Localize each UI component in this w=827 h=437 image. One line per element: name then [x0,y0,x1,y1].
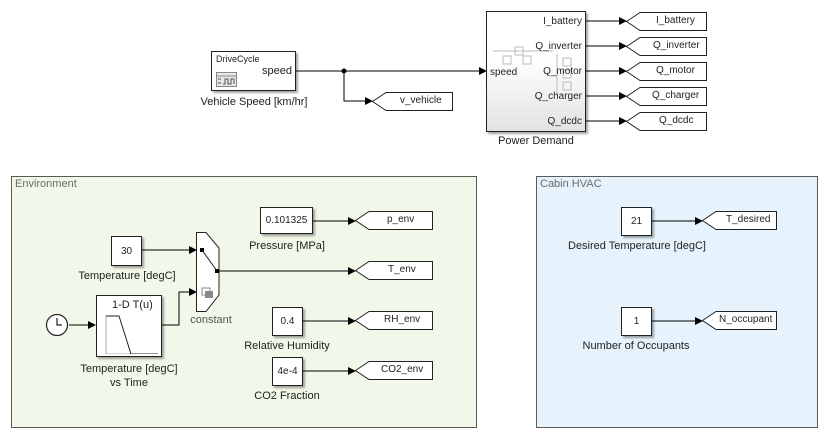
goto-i-battery[interactable]: I_battery [625,12,707,31]
power-demand-output-q-motor: Q_motor [543,66,582,77]
goto-t-env[interactable]: T_env [354,261,433,280]
power-demand-input-speed: speed [490,67,518,78]
goto-co2-env-tag: CO2_env [381,364,424,375]
power-demand-label: Power Demand [498,135,574,147]
signal-editor-icon [216,72,237,87]
lookup-table-label-line1: Temperature [degC] [80,363,178,375]
subsystem-icon [493,46,572,96]
lookup-table-block[interactable]: 1-D T(u) [96,295,162,357]
pressure-constant-label: Pressure [MPa] [249,240,325,252]
manual-switch-block[interactable] [196,232,226,312]
goto-p-env[interactable]: p_env [354,211,433,230]
desired-temp-constant-block[interactable]: 21 [621,207,652,236]
goto-q-charger[interactable]: Q_charger [625,87,707,106]
lookup-curve-icon [105,315,158,354]
goto-q-inverter[interactable]: Q_inverter [625,37,707,56]
goto-n-occupant-tag: N_occupant [719,314,773,325]
environment-title: Environment [15,178,77,190]
drive-cycle-title: DriveCycle [216,54,260,64]
power-demand-output-q-dcdc: Q_dcdc [547,116,582,127]
drive-cycle-label: Vehicle Speed [km/hr] [200,96,308,108]
goto-q-dcdc-tag: Q_dcdc [659,115,694,126]
desired-temp-constant-label: Desired Temperature [degC] [568,240,706,252]
desired-temp-constant-value: 21 [630,216,643,227]
humidity-constant-value: 0.4 [280,316,295,327]
switch-label: constant [190,314,232,326]
humidity-constant-label: Relative Humidity [244,340,330,352]
goto-t-desired-tag: T_desired [726,214,771,225]
goto-n-occupant[interactable]: N_occupant [701,311,777,330]
goto-v-vehicle-tag: v_vehicle [400,95,442,106]
goto-i-battery-tag: I_battery [656,15,695,26]
goto-rh-env-tag: RH_env [384,314,421,325]
temperature-constant-block[interactable]: 30 [111,236,142,266]
branch-point [341,68,347,74]
goto-rh-env[interactable]: RH_env [354,311,433,330]
goto-v-vehicle[interactable]: v_vehicle [371,92,453,111]
goto-t-env-tag: T_env [388,264,416,275]
goto-q-inverter-tag: Q_inverter [653,40,700,51]
humidity-constant-block[interactable]: 0.4 [272,307,303,336]
goto-q-charger-tag: Q_charger [652,90,700,101]
lookup-table-label-line2: vs Time [110,377,148,389]
occupants-constant-label: Number of Occupants [582,340,690,352]
goto-co2-env[interactable]: CO2_env [354,361,433,380]
goto-p-env-tag: p_env [387,214,415,225]
cabin-hvac-title: Cabin HVAC [540,178,602,190]
power-demand-output-q-inverter: Q_inverter [535,41,582,52]
lookup-table-label: Temperature [degC] vs Time [64,362,194,390]
goto-t-desired[interactable]: T_desired [701,211,777,230]
goto-q-motor[interactable]: Q_motor [625,62,707,81]
co2-constant-value: 4e-4 [277,366,298,377]
power-demand-block[interactable]: speed I_battery Q_inverter Q_motor Q_cha… [486,11,586,132]
power-demand-output-q-charger: Q_charger [534,91,582,102]
temperature-constant-label: Temperature [degC] [78,270,176,282]
power-demand-output-i-battery: I_battery [543,16,582,27]
goto-q-dcdc[interactable]: Q_dcdc [625,112,707,131]
lookup-table-title: 1-D T(u) [112,299,153,311]
drive-cycle-port-speed: speed [262,65,292,77]
wire-lookup-to-switch [162,288,197,326]
drive-cycle-block[interactable]: DriveCycle speed [211,51,296,91]
occupants-constant-value: 1 [633,316,640,327]
goto-q-motor-tag: Q_motor [656,65,695,76]
wire-speed-to-v-vehicle [343,71,373,105]
pressure-constant-block[interactable]: 0.101325 [260,207,313,234]
temperature-constant-value: 30 [120,245,133,257]
clock-icon[interactable] [45,313,70,338]
occupants-constant-block[interactable]: 1 [621,307,652,336]
co2-constant-block[interactable]: 4e-4 [272,357,303,386]
co2-constant-label: CO2 Fraction [254,390,320,402]
pressure-constant-value: 0.101325 [265,215,308,226]
